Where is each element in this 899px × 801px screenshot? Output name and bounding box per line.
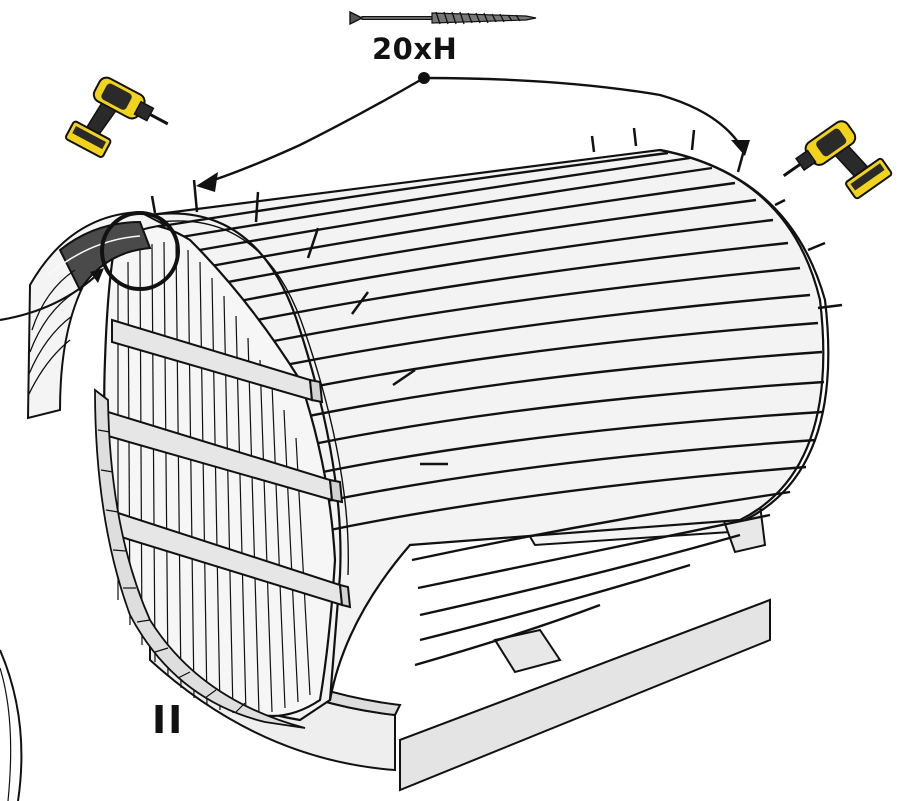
detail-leader: [0, 271, 101, 322]
screw-quantity-label: 20xH: [372, 32, 458, 66]
front-wall: [94, 223, 352, 729]
screw-markers: [150, 127, 843, 466]
quantity-arrows: [196, 72, 750, 192]
screw-icon: [349, 10, 537, 26]
step-number-label: II: [152, 698, 185, 742]
drill-icon: [65, 76, 169, 158]
arrow-left: [204, 76, 425, 185]
adjacent-view-fragment: [0, 649, 23, 801]
detail-callout: [0, 211, 180, 322]
arrow-right: [423, 76, 744, 149]
drill-icon: [782, 120, 893, 200]
detail-circle: [100, 211, 180, 291]
detail-arrowhead: [90, 268, 104, 283]
